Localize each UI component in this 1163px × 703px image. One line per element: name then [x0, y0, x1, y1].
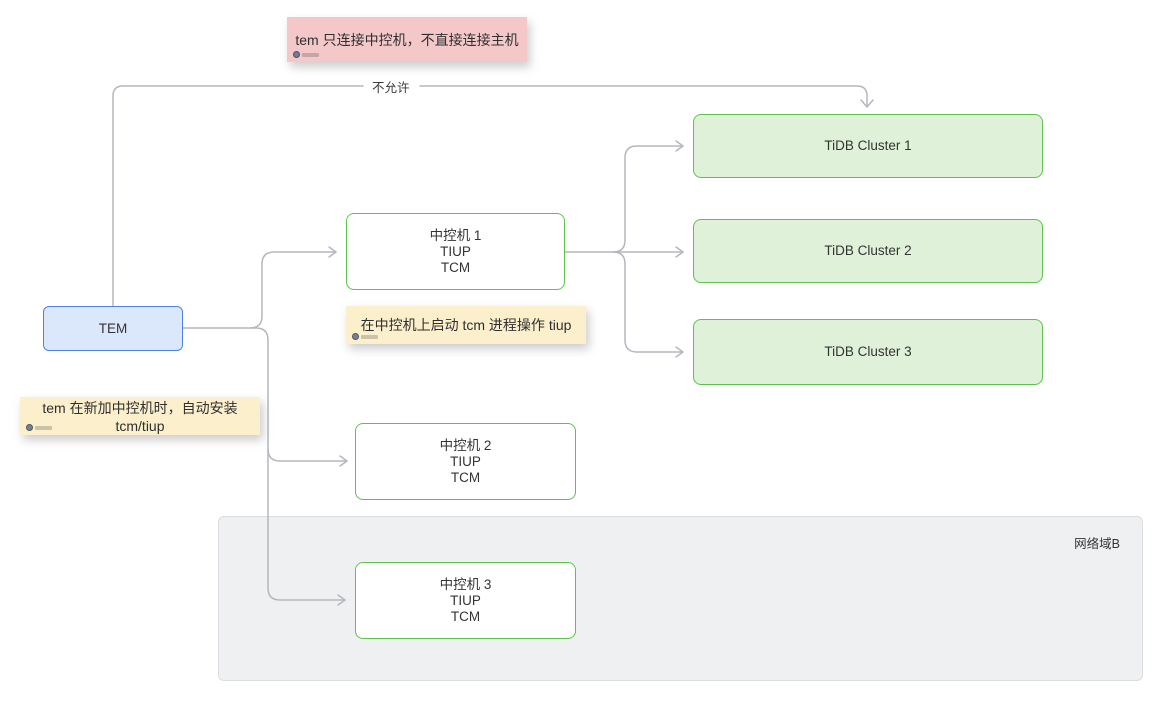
node-control3-tcm: TCM: [450, 608, 481, 624]
node-control3-title: 中控机 3: [439, 576, 492, 592]
connector-not-allowed[interactable]: [112, 85, 874, 307]
author-stamp-icon: [293, 51, 319, 58]
author-stamp-icon: [26, 424, 52, 431]
note-start-tcm-process[interactable]: 在中控机上启动 tcm 进程操作 tiup: [346, 306, 586, 344]
network-domain-b-label: 网络域B: [1074, 537, 1120, 551]
node-control2-title: 中控机 2: [439, 437, 492, 453]
not-allowed-label[interactable]: 不允许: [372, 81, 410, 95]
note-pink-rule[interactable]: tem 只连接中控机，不直接连接主机: [287, 17, 527, 62]
node-tem[interactable]: TEM: [43, 306, 183, 351]
connector-tem-to-controls[interactable]: [182, 246, 348, 606]
node-tidb-cluster-3[interactable]: TiDB Cluster 3: [693, 319, 1043, 385]
node-tem-label: TEM: [98, 320, 128, 336]
node-control-machine-1[interactable]: 中控机 1 TIUP TCM: [346, 213, 565, 290]
note-auto-install[interactable]: tem 在新加中控机时，自动安装 tcm/tiup: [20, 397, 260, 435]
node-cluster2-label: TiDB Cluster 2: [824, 243, 912, 258]
node-control-machine-3[interactable]: 中控机 3 TIUP TCM: [355, 562, 576, 639]
node-control2-tcm: TCM: [450, 469, 481, 485]
node-control2-tiup: TIUP: [450, 453, 481, 469]
node-tidb-cluster-1[interactable]: TiDB Cluster 1: [693, 114, 1043, 178]
node-control1-tcm: TCM: [440, 259, 471, 275]
node-cluster1-label: TiDB Cluster 1: [824, 138, 912, 153]
note-start-tcm-text: 在中控机上启动 tcm 进程操作 tiup: [360, 317, 572, 333]
node-control1-tiup: TIUP: [440, 243, 471, 259]
note-pink-rule-text: tem 只连接中控机，不直接连接主机: [295, 31, 519, 48]
node-control1-title: 中控机 1: [429, 227, 482, 243]
node-tidb-cluster-2[interactable]: TiDB Cluster 2: [693, 219, 1043, 283]
node-cluster3-label: TiDB Cluster 3: [824, 344, 912, 359]
node-control3-tiup: TIUP: [450, 592, 481, 608]
connector-control1-to-clusters[interactable]: [564, 140, 684, 358]
note-auto-install-text: tem 在新加中控机时，自动安装 tcm/tiup: [42, 400, 238, 434]
node-control-machine-2[interactable]: 中控机 2 TIUP TCM: [355, 423, 576, 500]
author-stamp-icon: [352, 333, 378, 340]
